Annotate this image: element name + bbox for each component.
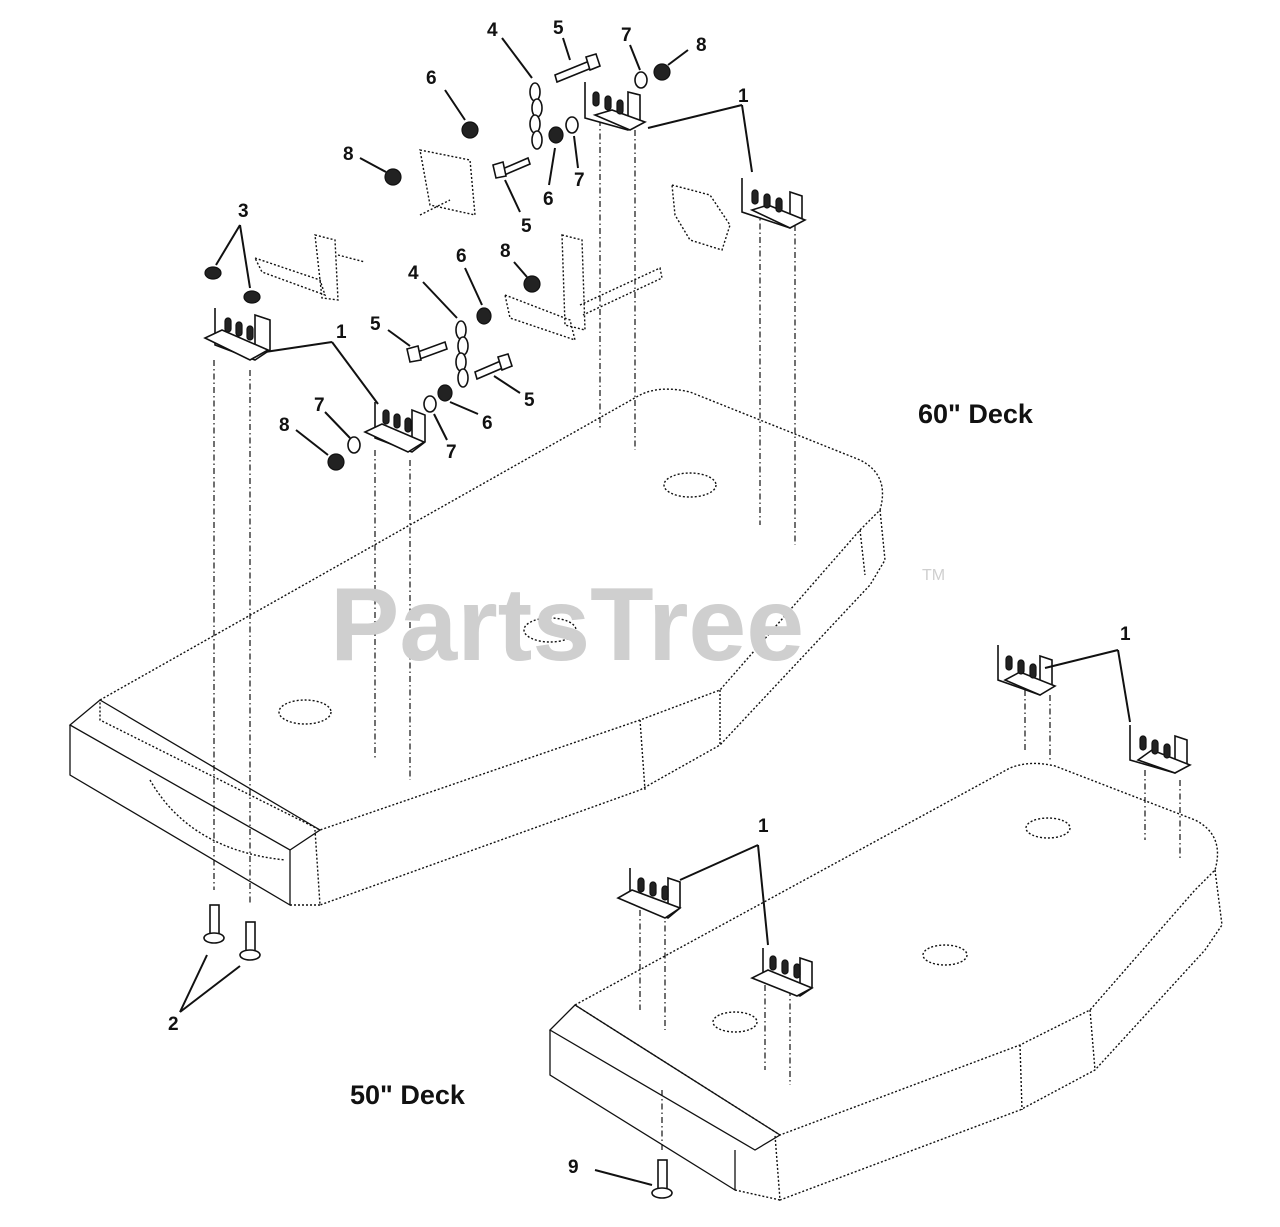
nut-3-a[interactable] <box>204 266 222 280</box>
callout-7: 7 <box>446 442 457 463</box>
watermark: PartsTree TM <box>330 567 945 683</box>
assembly-axes <box>213 120 1181 1150</box>
carriage-bolt-9[interactable] <box>651 1159 673 1199</box>
callout-7: 7 <box>574 170 585 191</box>
washer-7-d[interactable] <box>423 395 437 413</box>
lift-arm-rear <box>671 184 731 251</box>
deck-50-body <box>548 762 1223 1201</box>
bracket-1-e[interactable] <box>997 645 1057 696</box>
callout-7: 7 <box>314 395 325 416</box>
nut-6-c[interactable] <box>476 307 492 325</box>
bracket-1-b[interactable] <box>363 402 426 453</box>
nut-8-d[interactable] <box>327 453 345 471</box>
bracket-1-c[interactable] <box>584 82 647 131</box>
lift-arm-left <box>253 234 366 301</box>
callout-8: 8 <box>279 415 290 436</box>
callout-1: 1 <box>758 816 769 837</box>
nut-6-a[interactable] <box>461 121 479 139</box>
callout-5: 5 <box>553 18 564 39</box>
bracket-1-f[interactable] <box>1129 725 1192 774</box>
bracket-1-h[interactable] <box>750 948 814 997</box>
callout-1: 1 <box>336 322 347 343</box>
washer-7-b[interactable] <box>565 116 579 134</box>
callout-4: 4 <box>408 263 419 284</box>
leader-lines <box>179 37 1131 1186</box>
bolt-5-b[interactable] <box>492 156 531 179</box>
callout-6: 6 <box>543 189 554 210</box>
bolt-5-c[interactable] <box>406 340 448 363</box>
callout-4: 4 <box>487 20 498 41</box>
callout-1: 1 <box>738 86 749 107</box>
nut-8-a[interactable] <box>653 63 671 81</box>
callout-6: 6 <box>426 68 437 89</box>
bracket-1-d[interactable] <box>741 178 807 229</box>
deck-60-label: 60" Deck <box>918 399 1034 429</box>
callout-5: 5 <box>524 390 535 411</box>
callout-9: 9 <box>568 1157 579 1178</box>
callout-6: 6 <box>482 413 493 434</box>
lift-arm-upper <box>419 149 476 216</box>
chain-4-lower[interactable] <box>455 320 469 388</box>
callout-2: 2 <box>168 1014 179 1035</box>
nut-3-b[interactable] <box>243 290 261 304</box>
lift-arm-right <box>504 234 663 342</box>
carriage-bolt-2-b[interactable] <box>239 921 261 961</box>
chain-4-upper[interactable] <box>529 82 543 150</box>
nut-6-b[interactable] <box>548 126 564 144</box>
callout-5: 5 <box>370 314 381 335</box>
callout-6: 6 <box>456 246 467 267</box>
washer-7-c[interactable] <box>347 436 361 454</box>
nut-6-d[interactable] <box>437 384 453 402</box>
callout-8: 8 <box>343 144 354 165</box>
callout-1: 1 <box>1120 624 1131 645</box>
deck-60-body <box>68 388 886 907</box>
callout-5: 5 <box>521 216 532 237</box>
bracket-1-a[interactable] <box>203 308 271 361</box>
callout-labels: 1 1 1 1 2 3 4 4 5 5 5 5 6 6 6 6 7 7 7 7 … <box>168 18 1131 1178</box>
callout-8: 8 <box>696 35 707 56</box>
watermark-text: PartsTree <box>330 567 804 683</box>
callout-7: 7 <box>621 25 632 46</box>
nut-8-b[interactable] <box>384 168 402 186</box>
watermark-trademark: TM <box>922 567 945 584</box>
callout-8: 8 <box>500 241 511 262</box>
bracket-1-g[interactable] <box>616 868 682 919</box>
carriage-bolt-2-a[interactable] <box>203 904 225 944</box>
deck-50-label: 50" Deck <box>350 1080 466 1110</box>
washer-7-a[interactable] <box>634 71 648 89</box>
nut-8-c[interactable] <box>523 275 541 293</box>
callout-3: 3 <box>238 201 249 222</box>
bolt-5-d[interactable] <box>474 353 513 381</box>
bolt-5-a[interactable] <box>554 53 601 84</box>
